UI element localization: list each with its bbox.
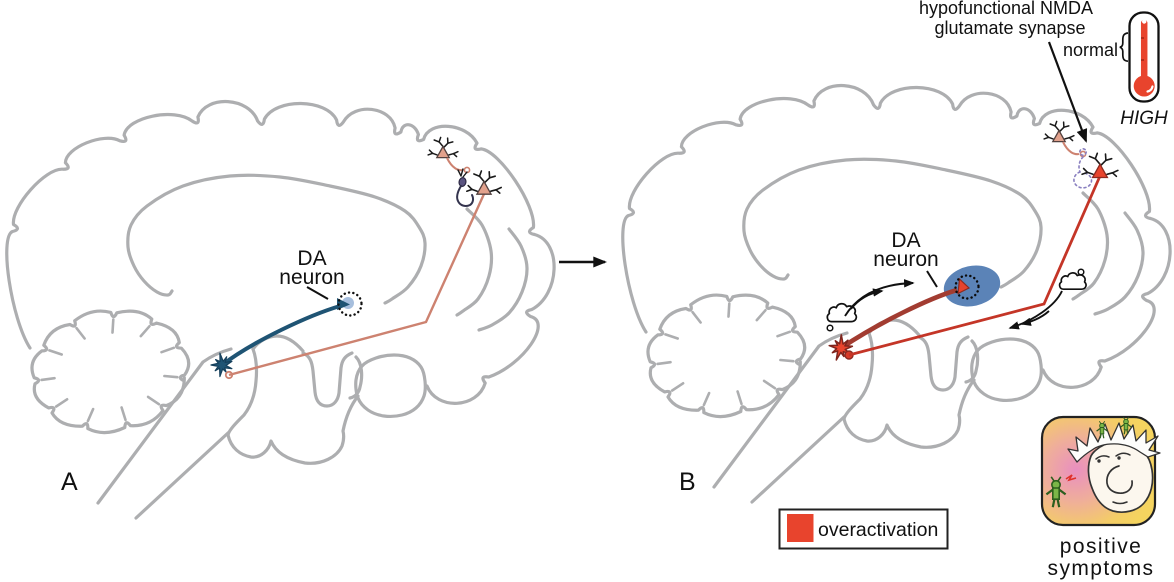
svg-text:DA: DA [891,229,920,252]
svg-text:neuron: neuron [279,266,344,289]
svg-text:DA: DA [297,247,326,270]
svg-text:HIGH: HIGH [1120,108,1168,129]
svg-text:neuron: neuron [873,248,938,271]
svg-text:positive: positive [1060,535,1142,558]
svg-text:normal: normal [1063,40,1118,60]
svg-text:symptoms: symptoms [1048,557,1155,580]
svg-text:overactivation: overactivation [818,519,938,541]
svg-text:hypofunctional NMDA: hypofunctional NMDA [919,0,1093,18]
svg-text:B: B [679,468,696,496]
svg-text:glutamate synapse: glutamate synapse [934,18,1085,38]
svg-text:A: A [61,468,78,496]
